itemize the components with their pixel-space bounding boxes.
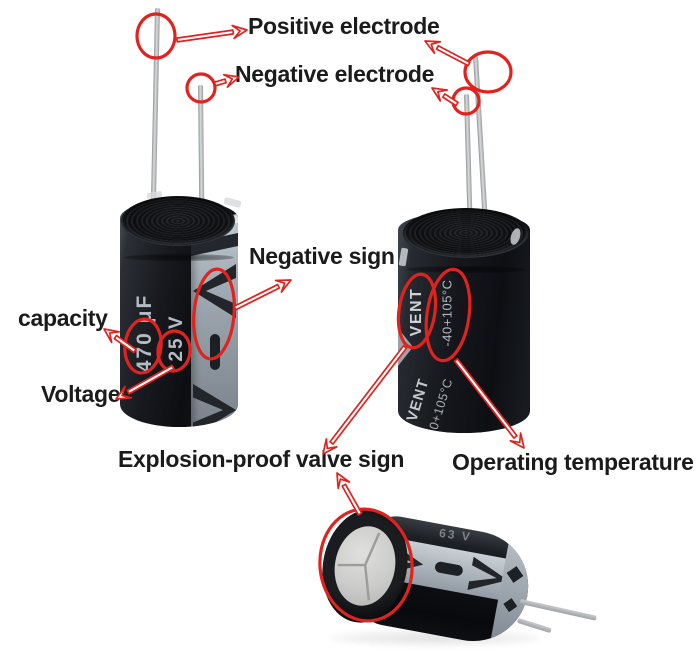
tilted-lead-long (519, 598, 597, 621)
label-operating-temperature: Operating temperature (452, 449, 694, 475)
label-negative-sign: Negative sign (249, 243, 395, 269)
back-capacitor-top (403, 208, 529, 258)
positive-right-arrow-shape (435, 44, 471, 67)
voltage-marking: 25 V (166, 314, 187, 362)
minus-sign-bar (434, 560, 464, 577)
capacitance-marking: 470 μF (133, 293, 156, 373)
label-capacity: capacity (18, 305, 108, 331)
temperature-marking-upper: -40+105°C (439, 279, 455, 347)
vent-marking-lower: VENT (403, 376, 433, 424)
label-voltage: Voltage (41, 381, 121, 407)
negative-right-arrow-shape (441, 93, 459, 107)
back-crimp-groove (406, 266, 526, 273)
vent-arrow (322, 344, 408, 455)
positive-lead-right-circle (463, 50, 513, 94)
sleeve-fold-mark (503, 598, 518, 613)
label-positive-electrode: Positive electrode (248, 13, 440, 39)
minus-sign-bar (210, 334, 220, 370)
negative-right-arrow-shape (431, 87, 449, 102)
tilted-voltage-marking: 63 V (438, 525, 473, 545)
valve-arrow-shape (336, 472, 351, 490)
positive-left-arrow (175, 24, 248, 43)
front-capacitor-top (121, 196, 235, 246)
sleeve-fold-mark (506, 566, 524, 583)
polarity-chevron (193, 264, 236, 318)
positive-left-arrow-shape (231, 24, 248, 40)
tilted-capacitor: 63 V (308, 497, 617, 651)
negative-right-arrow (431, 87, 459, 107)
polarity-chevron (193, 384, 236, 427)
temperature-arrow-shape (509, 432, 525, 449)
negative-sign-arrow (233, 279, 292, 311)
positive-left-arrow-shape (175, 29, 235, 43)
vent-marking-upper: VENT (408, 287, 425, 337)
positive-right-arrow-shape (424, 40, 442, 55)
front-negative-stripe (191, 213, 238, 427)
negative-left-arrow-shape (213, 78, 227, 87)
tilted-lead-short (517, 617, 552, 633)
label-explosion-proof-valve-sign: Explosion-proof valve sign (118, 446, 405, 472)
front-crimp-groove (124, 254, 234, 261)
negative-sign-arrow-shape (233, 283, 281, 311)
label-negative-electrode: Negative electrode (235, 61, 435, 87)
negative-sign-arrow-shape (274, 279, 292, 293)
vent-arrow-shape (329, 344, 408, 445)
